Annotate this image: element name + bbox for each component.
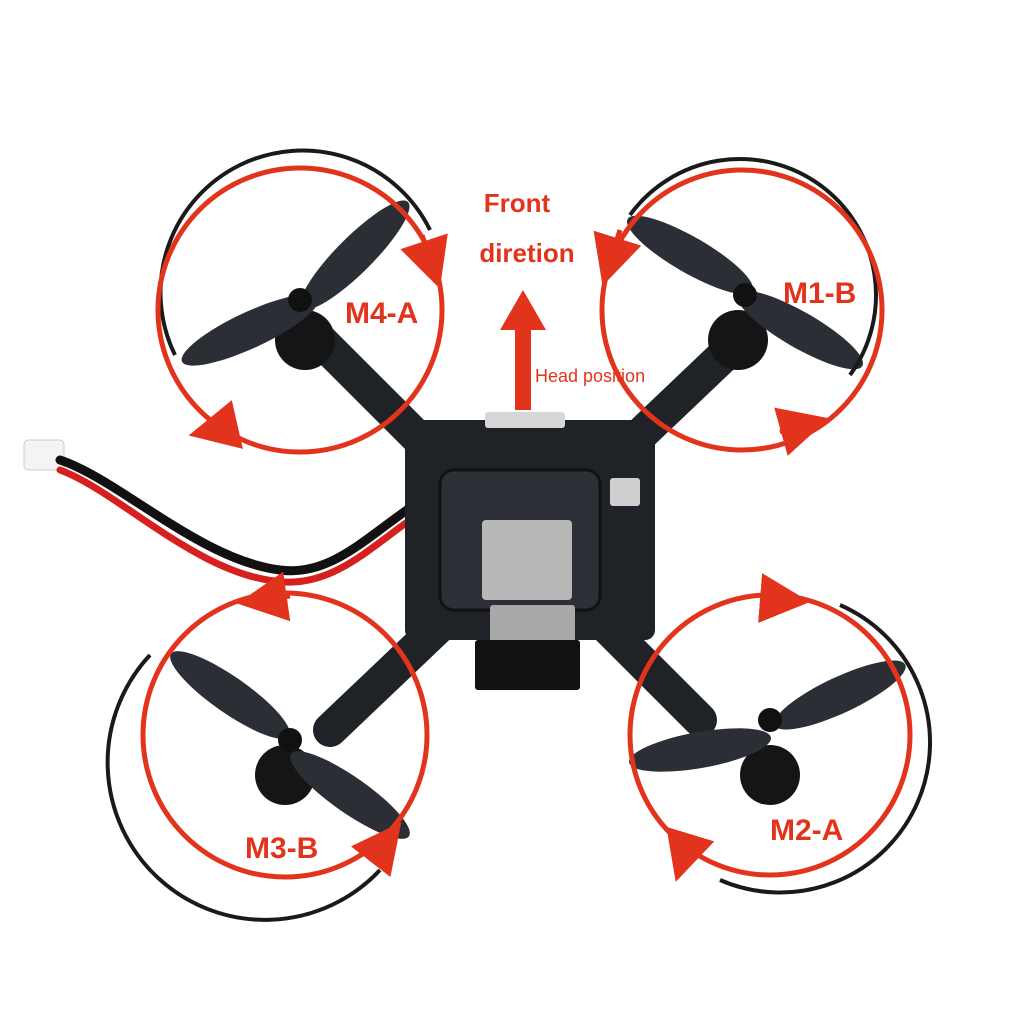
circular-arrow-icon [774,407,830,456]
rotation-circle-m4 [155,165,448,455]
motor-m2 [629,660,906,805]
motor-label-m2: M2-A [770,814,843,847]
front-direction-label-line2: diretion [479,238,574,268]
circular-arrow-icon [593,229,642,286]
circular-arrow-icon [666,826,715,882]
circular-arrow-icon [237,571,291,622]
motor-m4 [181,200,410,370]
circular-arrow-icon [350,822,402,878]
front-direction-label-line1: Front [484,188,551,218]
flight-controller-board [405,412,655,690]
rotation-circle-m1 [593,167,885,456]
rotation-circle-m2 [627,573,913,882]
rotation-circle-m3 [140,571,430,880]
circular-arrow-icon [758,573,810,623]
motor-m3 [170,651,410,839]
motor-label-m3: M3-B [245,832,318,865]
motor-label-m4: M4-A [345,297,418,330]
motor-m1 [627,215,863,370]
arrow-up-icon [500,290,546,410]
circular-arrow-icon [188,400,243,449]
circular-arrow-icon [400,233,448,289]
motor-label-m1: M1-B [783,277,856,310]
head-position-label: Head position [535,366,645,386]
battery-wire [23,439,449,586]
